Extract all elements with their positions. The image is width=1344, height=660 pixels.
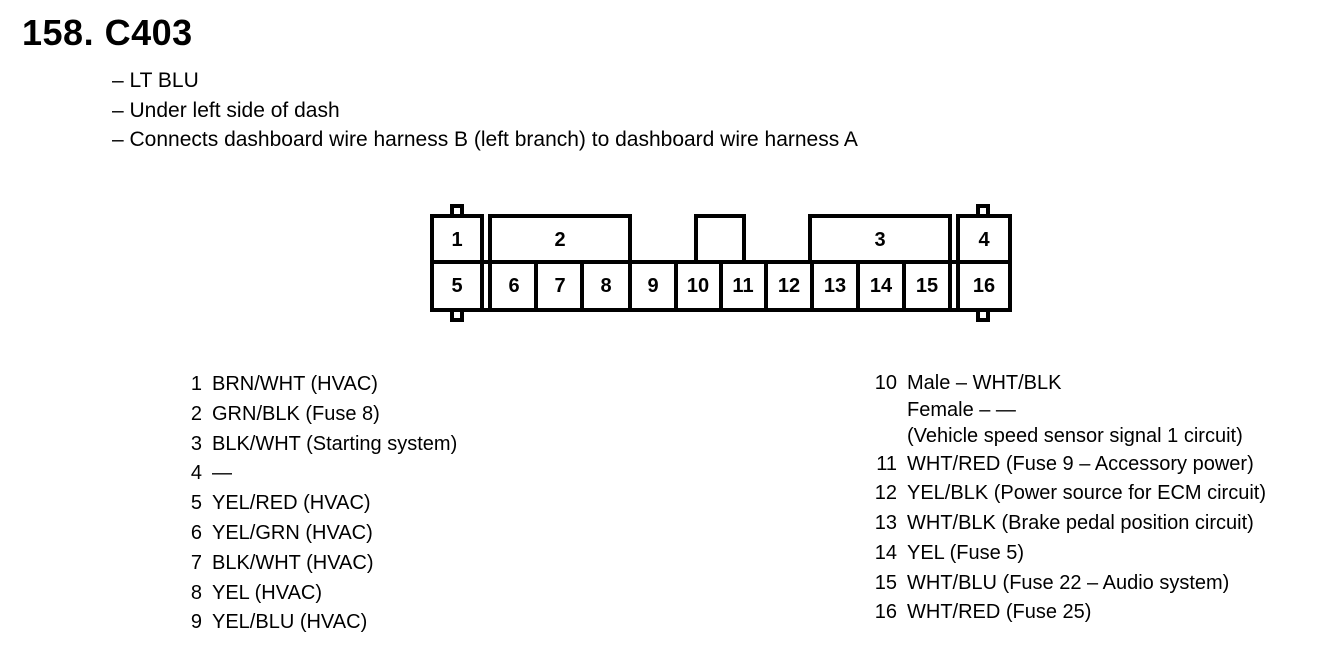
pin-description: WHT/BLK (Brake pedal position circuit): [907, 512, 1254, 535]
pin-description: BRN/WHT (HVAC): [212, 373, 378, 395]
pin-description: YEL (HVAC): [212, 581, 323, 604]
pin-description: —: [212, 462, 232, 485]
pin-number: 4: [190, 462, 202, 485]
pin-number: 7: [190, 551, 202, 574]
cavity-2: 2: [554, 229, 565, 251]
connector-title: 158. C403: [22, 12, 193, 53]
cavity-9: 9: [647, 275, 658, 297]
cavity-7: 7: [554, 275, 565, 297]
pin-10-note: (Vehicle speed sensor signal 1 circuit): [907, 425, 1243, 447]
pin-number: 10: [874, 372, 897, 394]
pin-number: 1: [190, 373, 202, 395]
pin-description: GRN/BLK (Fuse 8): [212, 402, 380, 425]
pin-number: 12: [874, 482, 897, 505]
pin-description: WHT/RED (Fuse 25): [907, 601, 1092, 624]
pin-row-1: 1 BRN/WHT (HVAC): [170, 370, 457, 400]
pin-number: 6: [190, 521, 202, 544]
cavity-3: 3: [874, 229, 885, 251]
pin-row-8: 8 YEL (HVAC): [170, 579, 457, 609]
pin-number: 14: [874, 541, 897, 564]
pin-row-13: 13 WHT/BLK (Brake pedal position circuit): [868, 509, 1266, 539]
cavity-4: 4: [978, 229, 990, 251]
pin-row-4: 4—: [170, 459, 457, 489]
pin-number: 3: [190, 432, 202, 455]
pin-row-11: 11 WHT/RED (Fuse 9 – Accessory power): [868, 450, 1266, 480]
pin-number: 13: [874, 512, 897, 535]
cavity-15: 15: [916, 275, 938, 297]
pin-number: 5: [190, 492, 202, 515]
cavity-1: 1: [451, 229, 462, 251]
pin-description: BLK/WHT (Starting system): [212, 432, 458, 455]
pin-number: 11: [876, 452, 897, 475]
pin-row-14: 14 YEL (Fuse 5): [868, 539, 1266, 569]
pin-description: YEL/BLK (Power source for ECM circuit): [907, 482, 1266, 505]
cavity-16: 16: [973, 275, 995, 297]
pin-number: 15: [874, 571, 897, 594]
connector-description: – LT BLU – Under left side of dash – Con…: [112, 66, 858, 155]
cavity-8: 8: [600, 275, 611, 297]
cavity-6: 6: [508, 275, 519, 297]
cavity-13: 13: [824, 275, 846, 297]
pin-number: 2: [190, 402, 202, 425]
pin-description: YEL (Fuse 5): [907, 541, 1025, 564]
pin-description: WHT/RED (Fuse 9 – Accessory power): [907, 452, 1254, 475]
pin-row-12: 12 YEL/BLK (Power source for ECM circuit): [868, 479, 1266, 509]
pin-number: 16: [874, 601, 897, 624]
pin-description: YEL/GRN (HVAC): [212, 521, 373, 544]
pin-description: BLK/WHT (HVAC): [212, 551, 374, 574]
pin-description: WHT/BLU (Fuse 22 – Audio system): [907, 571, 1230, 594]
cavity-12: 12: [778, 275, 800, 297]
pin-number: 9: [190, 611, 202, 634]
cavity-11: 11: [732, 275, 753, 297]
pin-description: Male – WHT/BLK: [907, 372, 1062, 394]
pin-description: YEL/RED (HVAC): [212, 492, 371, 515]
pin-row-6: 6 YEL/GRN (HVAC): [170, 519, 457, 549]
pin-row-16: 16 WHT/RED (Fuse 25): [868, 598, 1266, 628]
pin-row-7: 7 BLK/WHT (HVAC): [170, 549, 457, 579]
connector-color: – LT BLU: [112, 69, 199, 92]
pin-number: 8: [190, 581, 202, 604]
connector-location: – Under left side of dash: [112, 98, 340, 122]
right-bottom-tab: [976, 308, 990, 322]
pin-10-female: Female – —: [907, 398, 1016, 421]
right-top-tab: [976, 204, 990, 218]
left-top-tab: [450, 204, 464, 218]
cavity-10: 10: [687, 275, 709, 297]
pin-row-5: 5 YEL/RED (HVAC): [170, 489, 457, 519]
left-bottom-tab: [450, 308, 464, 322]
pin-description: YEL/BLU (HVAC): [212, 611, 368, 634]
cavity-5: 5: [451, 275, 462, 297]
connector-connection: – Connects dashboard wire harness B (lef…: [112, 128, 858, 151]
pin-row-2: 2 GRN/BLK (Fuse 8): [170, 400, 457, 430]
pin-list-right: 10 Male – WHT/BLK Female – — (Vehicle spe…: [868, 370, 1266, 628]
connector-face-diagram: 1 2 3 4 5 6 7 8 9 10 11 12 13 14 15 16: [430, 204, 1012, 322]
pin-row-3: 3 BLK/WHT (Starting system): [170, 430, 457, 460]
cavity-14: 14: [870, 275, 893, 297]
pin-row-15: 15 WHT/BLU (Fuse 22 – Audio system): [868, 569, 1266, 599]
pin-row-10: 10 Male – WHT/BLK: [868, 370, 1266, 397]
pin-row-9: 9 YEL/BLU (HVAC): [170, 608, 457, 638]
